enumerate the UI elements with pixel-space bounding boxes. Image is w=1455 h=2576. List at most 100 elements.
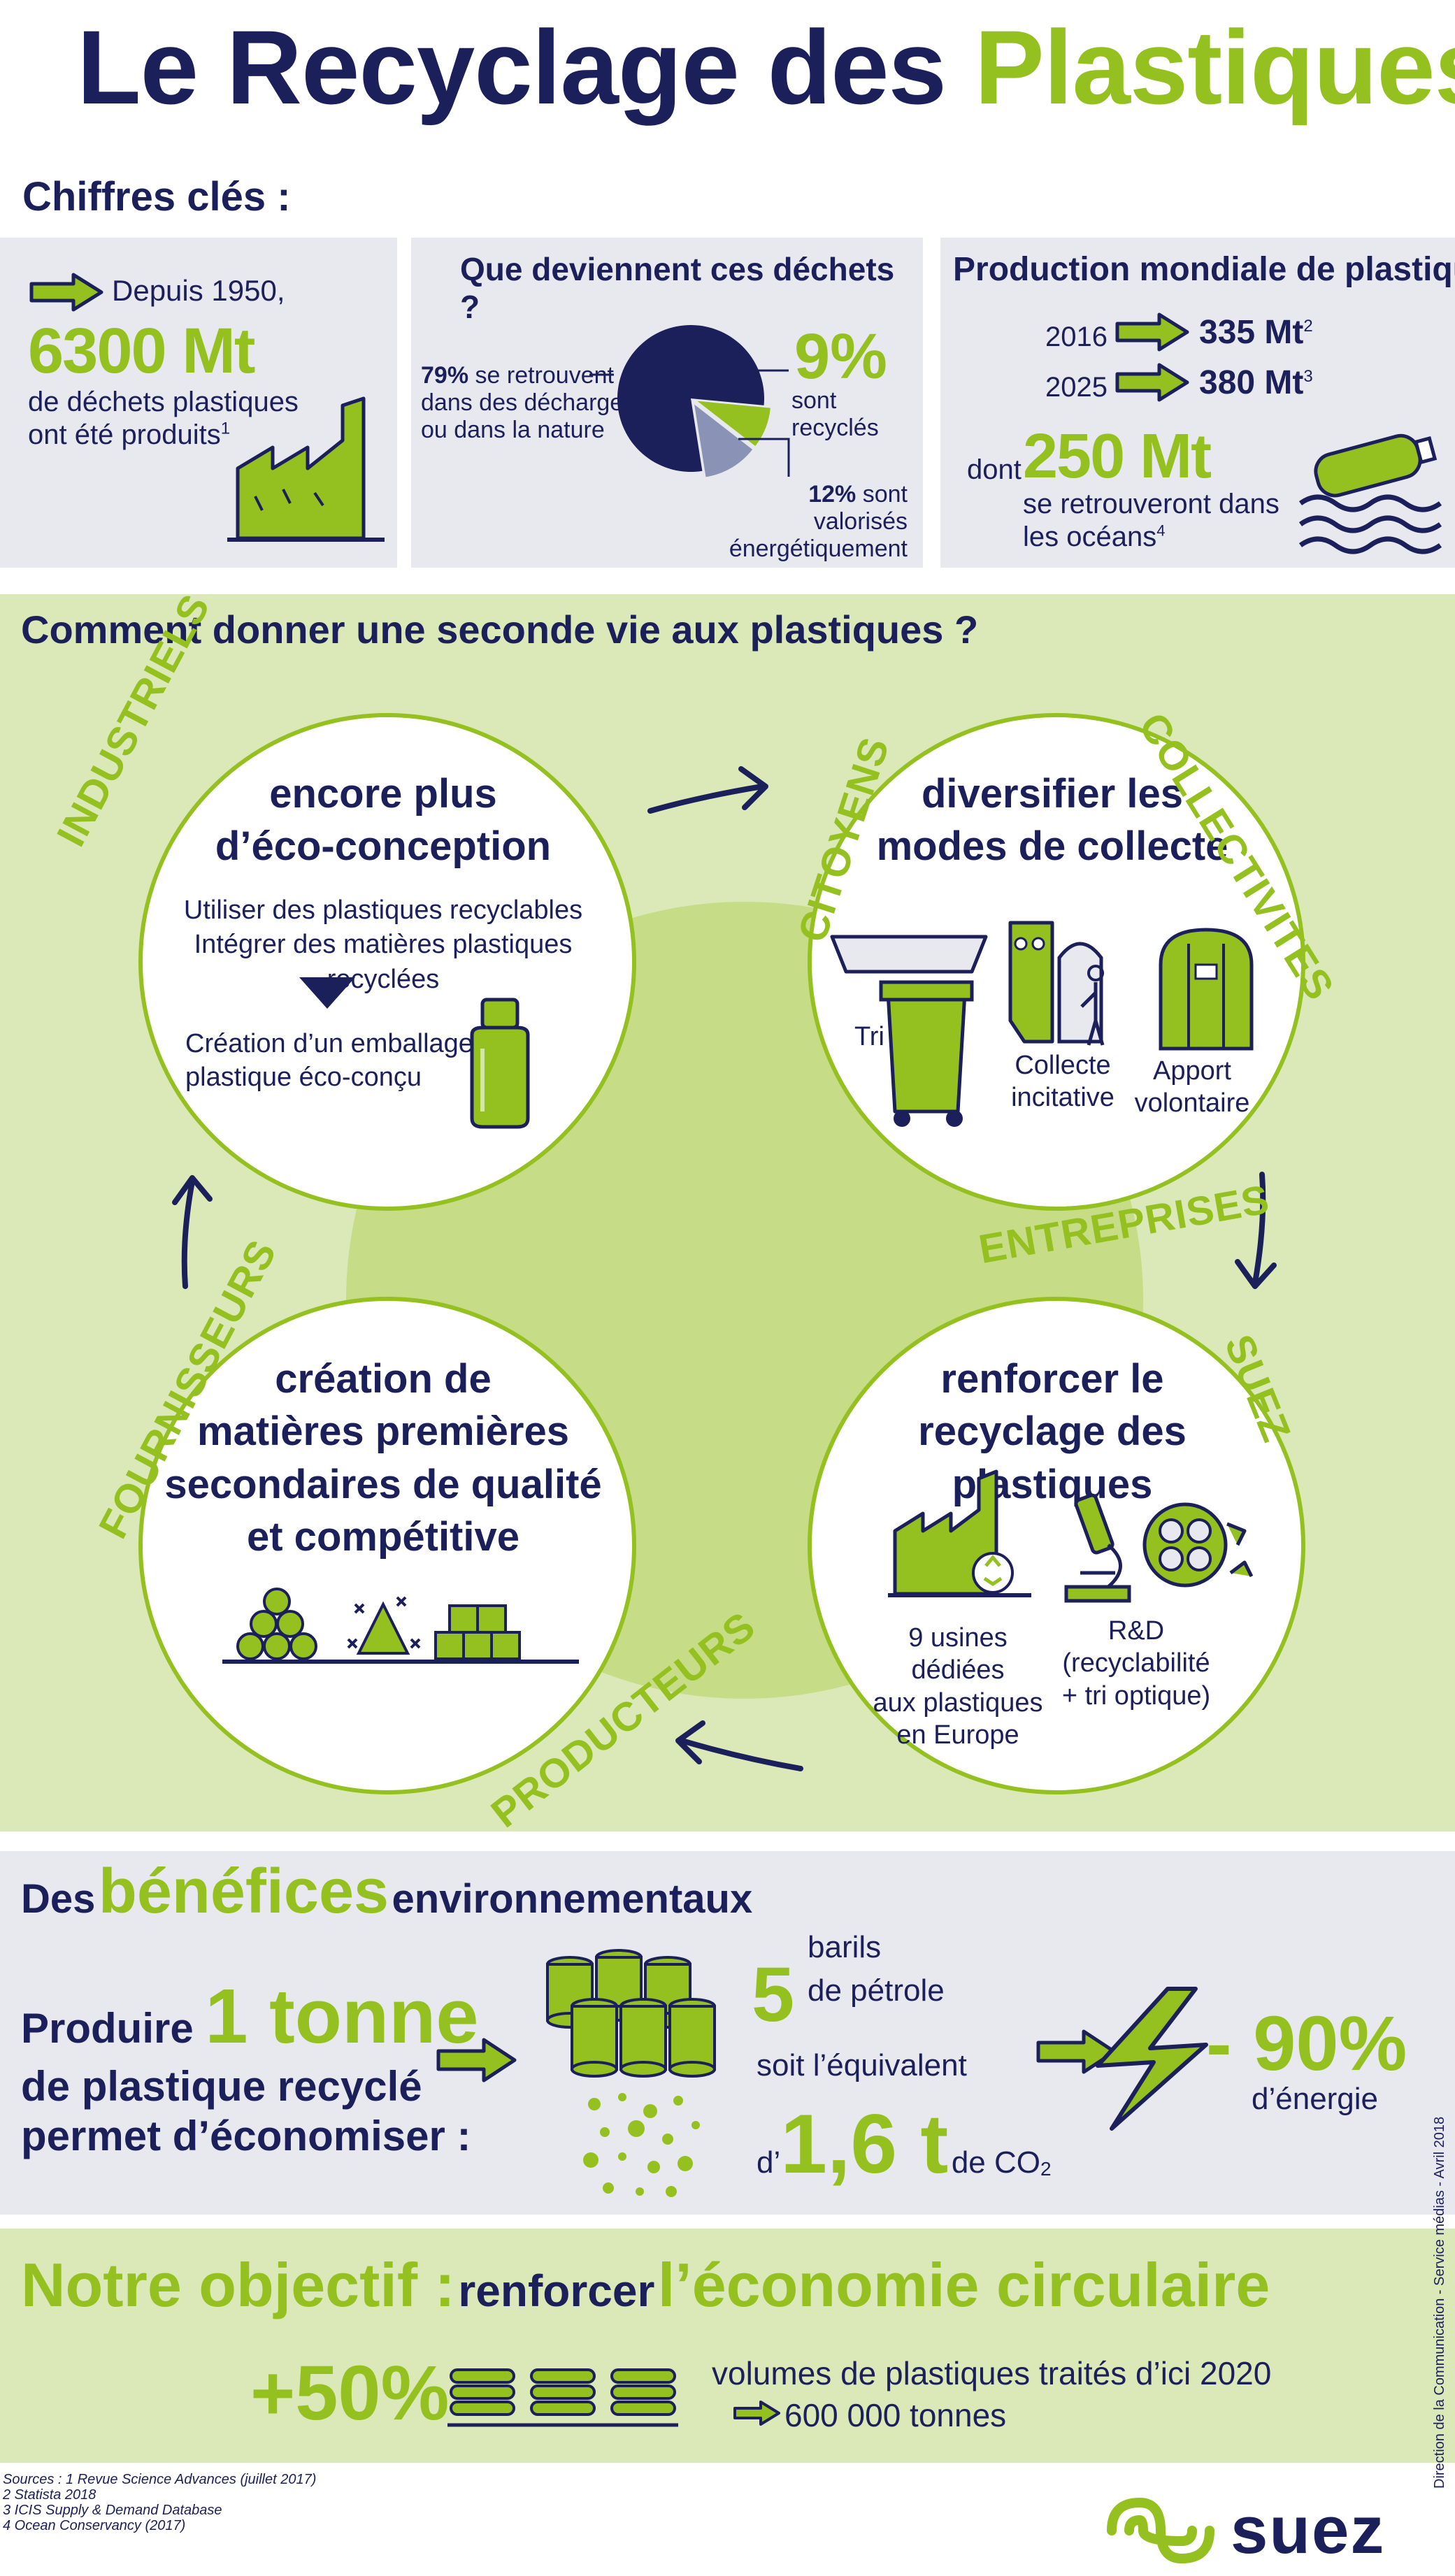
container-icon [1159, 928, 1254, 1051]
waste-desc-line1: de déchets plastiques [28, 387, 299, 417]
eco-conception-lines: Utiliser des plastiques recyclables Inté… [152, 893, 614, 997]
arrow-right-icon [1115, 363, 1189, 402]
ocean-value: 250 Mt [1023, 422, 1212, 491]
eco-result-line2: plastique éco-conçu [185, 1062, 422, 1092]
energy-saving-value: - 90% [1206, 2001, 1407, 2087]
produce-text: Produire 1 tonne de plastique recyclé pe… [21, 1971, 479, 2161]
co2-d: d’ [757, 2145, 781, 2180]
bottle-in-ocean-icon [1298, 433, 1442, 554]
usines-label: 9 usines dédiées aux plastiques en Europ… [867, 1622, 1049, 1751]
arrow-up-icon [172, 1175, 213, 1289]
pie-slice-9% [697, 401, 770, 447]
objective-verb: renforcer [458, 2266, 655, 2316]
title-part1: Le Recyclage des [77, 8, 947, 126]
arrow-left-icon [675, 1720, 803, 1771]
apport-volontaire-label: Apport volontaire [1129, 1056, 1255, 1119]
recycled-text: sont recyclés [791, 387, 879, 441]
arrow-right-icon [733, 2401, 780, 2426]
microscope-icon [1064, 1493, 1131, 1603]
source-4: 4 Ocean Conservancy (2017) [3, 2518, 186, 2533]
pie-slice-79% [617, 325, 764, 472]
raw-materials-icon [222, 1588, 579, 1664]
benefits-heading-1: Des [21, 1876, 96, 1922]
ocean-desc-line1: se retrouveront dans [1023, 489, 1280, 519]
objective-tonnes: 600 000 tonnes [784, 2397, 1007, 2433]
objective-label: Notre objectif : [21, 2250, 455, 2319]
pie-slice-12% [694, 404, 753, 477]
usines-line1: 9 usines dédiées [908, 1623, 1008, 1685]
ocean-desc-line2: les océans [1023, 521, 1157, 553]
cycle-arrows [172, 766, 1277, 1771]
landfill-line2: dans des décharges [421, 389, 636, 417]
collecte-title-line2: modes de collecte [876, 823, 1228, 870]
barils-line2: de pétrole [808, 1973, 945, 2008]
circle-eco-conception [138, 713, 636, 1211]
source-3: 3 ICIS Supply & Demand Database [3, 2503, 222, 2518]
collecte-title-line1: diversifier les [922, 771, 1183, 816]
suez-logo-text: suez [1231, 2493, 1386, 2568]
co2-bubbles-icon [583, 2093, 700, 2197]
recycling-factory-icon [888, 1469, 1031, 1597]
key-figure-box-2: Que deviennent ces déchets ? 79% se retr… [411, 238, 923, 568]
collecte-line2: incitative [1011, 1082, 1114, 1112]
arrow-right-icon [1115, 312, 1189, 352]
eco-line2: Intégrer des matières plastiques recyclé… [194, 930, 573, 994]
recycled-pct: 9% [794, 321, 887, 392]
prod-2016-value: 335 Mt2 [1199, 313, 1313, 352]
produce-word: Produire [21, 2005, 194, 2052]
bottle-icon [470, 998, 530, 1129]
eco-title-line2: d’éco-conception [215, 823, 552, 870]
arrow-down-icon [1235, 1172, 1277, 1289]
suez-logo: suez [1098, 2492, 1447, 2569]
collecte-title: diversifier les modes de collecte [843, 768, 1262, 873]
benefits-heading-3: environnementaux [392, 1876, 753, 1922]
rd-line1: R&D [1108, 1616, 1165, 1646]
collecte-line1: Collecte [1015, 1051, 1111, 1080]
matieres-title-line2: matières premières [197, 1409, 569, 1455]
oil-barrels-icon [546, 1949, 716, 2078]
note-ref-1: 1 [220, 419, 231, 438]
objective-heading: Notre objectif : renforcer l’économie ci… [21, 2250, 1270, 2321]
objective-pct: +50% [250, 2350, 450, 2436]
cycle-heading: Comment donner une seconde vie aux plast… [21, 607, 979, 652]
waste-total-value: 6300 Mt [28, 315, 255, 387]
suez-logo-icon [1107, 2497, 1214, 2564]
benefits-section [0, 1851, 1455, 2215]
waste-desc: de déchets plastiques ont été produits1 [28, 386, 299, 452]
barils-value: 5 [752, 1952, 795, 2038]
circle-matieres [138, 1297, 636, 1794]
factory-icon [227, 396, 385, 542]
page-title: Le Recyclage des Plastiques [77, 7, 1455, 128]
key-figure-box-3: Production mondiale de plastiques 2016 3… [940, 238, 1455, 568]
note-ref-3: 3 [1303, 367, 1313, 386]
recyclage-title: renforcer le recyclage des plastiques [822, 1353, 1283, 1511]
triangle-down-icon [299, 977, 355, 1009]
lightning-icon [1096, 1987, 1208, 2131]
landfill-pct: 79% [421, 362, 469, 389]
eco-result: Création d’un emballage plastique éco-co… [185, 1028, 473, 1094]
objective-text: volumes de plastiques traités d’ici 2020 [712, 2355, 1272, 2391]
title-part2: Plastiques [974, 8, 1455, 126]
benefits-heading: Des bénéfices environnementaux [21, 1856, 752, 1928]
matieres-title-line4: et compétitive [247, 1514, 519, 1560]
prod-2025-value: 380 Mt3 [1199, 364, 1313, 402]
apport-line2: volontaire [1134, 1088, 1250, 1118]
waste-fate-heading: Que deviennent ces déchets ? [460, 251, 895, 325]
key-figures-heading: Chiffres clés : [22, 174, 291, 220]
co2-value: 1,6 t [780, 2097, 949, 2191]
matieres-title-line1: création de [275, 1356, 492, 1402]
stacked-layers-icon [447, 2368, 678, 2427]
arrow-right-icon [647, 766, 768, 814]
sources: Sources : 1 Revue Science Advances (juil… [3, 2472, 316, 2533]
prod-2016: 335 Mt [1199, 314, 1304, 351]
equivalent-text: soit l’équivalent [757, 2048, 967, 2082]
objective-section [0, 2229, 1455, 2463]
recyclage-title-line1: renforcer le [940, 1356, 1164, 1402]
energy-recovery-line1: sont valorisés [813, 481, 908, 535]
side-note: Direction de la Communication - Service … [1432, 2116, 1447, 2489]
waste-desc-line2: ont été produits [28, 419, 221, 451]
recyclage-title-line2: recyclage des plastiques [918, 1409, 1187, 1507]
barils-line1: barils [808, 1930, 882, 1964]
matieres-title-line3: secondaires de qualité [164, 1461, 602, 1507]
apport-line1: Apport [1153, 1056, 1231, 1086]
